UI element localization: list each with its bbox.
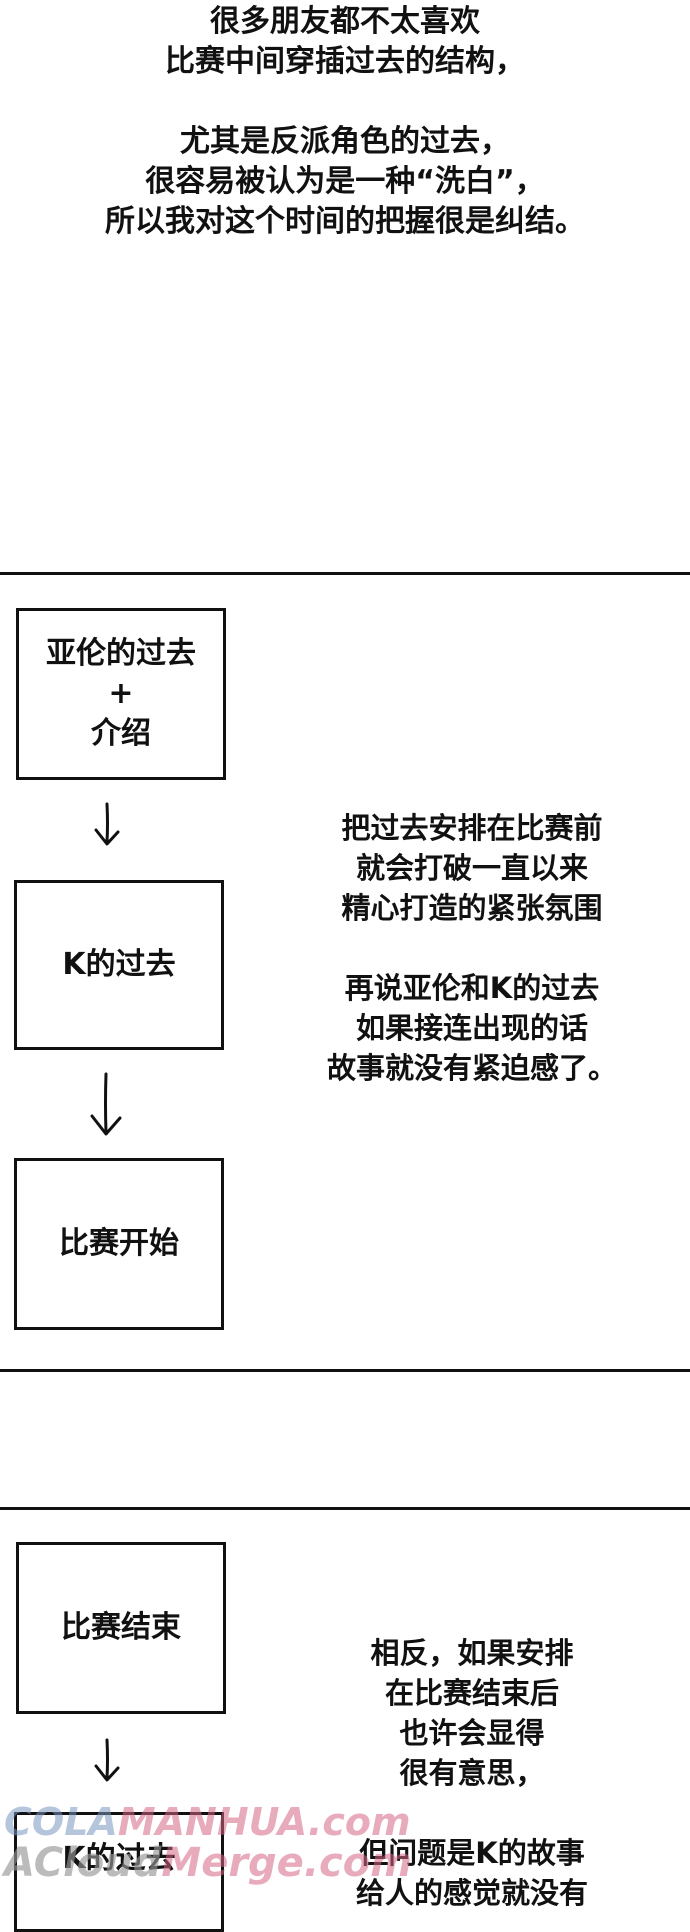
watermark-acloud: ACloud <box>4 1840 162 1886</box>
watermark-line-top: COLAMANHUA.com <box>4 1800 411 1844</box>
panel-divider <box>0 572 690 575</box>
arrow-down-icon <box>94 1738 120 1782</box>
timeline-box-k-past: K的过去 <box>14 880 224 1050</box>
arrow-down-icon <box>90 1072 122 1136</box>
timeline-box-match-end: 比赛结束 <box>16 1542 226 1714</box>
arrow-down-icon <box>94 802 120 846</box>
watermark-line-bottom: ACloudMerge.com <box>4 1840 412 1886</box>
explanation-text: 把过去安排在比赛前 就会打破一直以来 精心打造的紧张氛围 再说亚伦和K的过去 如… <box>326 811 617 1085</box>
intro-text: 很多朋友都不太喜欢 比赛中间穿插过去的结构， 尤其是反派角色的过去， 很容易被认… <box>105 4 585 239</box>
watermark-manhua: MANHUA.com <box>117 1800 411 1844</box>
panel-divider <box>0 1369 690 1372</box>
watermark: COLAMANHUA.com ACloudMerge.com <box>4 1800 424 1890</box>
timeline-box-match-start: 比赛开始 <box>14 1158 224 1330</box>
timeline-box-aaron-past: 亚伦的过去 + 介绍 <box>16 608 226 780</box>
watermark-cola: COLA <box>4 1800 118 1844</box>
panel-divider <box>0 1507 690 1510</box>
watermark-merge: Merge.com <box>161 1840 412 1886</box>
